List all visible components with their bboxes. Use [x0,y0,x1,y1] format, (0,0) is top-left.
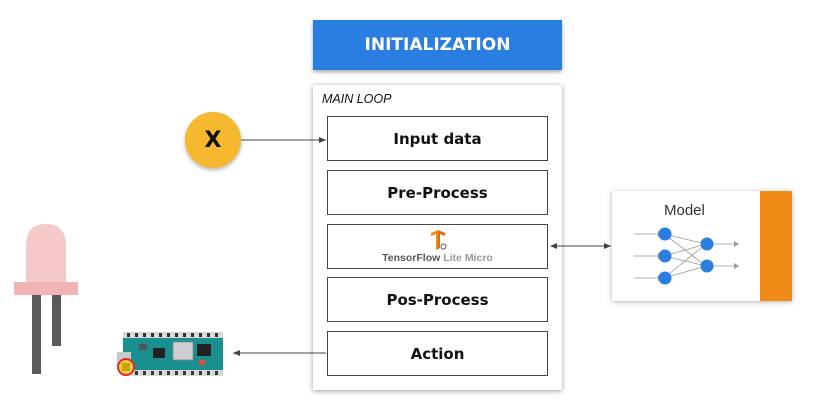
step-input-data-label: Input data [393,129,482,148]
step-tensorflow-lite-micro: TensorFlow Lite Micro [327,224,548,269]
led-icon [14,224,78,374]
step-action-label: Action [410,344,465,363]
step-pos-process-label: Pos-Process [386,290,489,309]
input-x-node: X [185,112,241,168]
main-loop-label: MAIN LOOP [322,92,392,106]
step-pre-process-label: Pre-Process [387,183,488,202]
neural-network-icon [634,227,739,285]
tensorflow-lite-micro-label: TensorFlow Lite Micro [382,252,493,264]
tflite-brand-text: TensorFlow [382,251,441,264]
step-input-data: Input data [327,116,548,161]
step-pos-process: Pos-Process [327,277,548,322]
step-action: Action [327,331,548,376]
model-title: Model [664,202,705,219]
tensorflow-logo-icon [430,229,446,250]
tflite-micro-text: Micro [464,251,493,264]
initialization-header: INITIALIZATION [313,20,562,70]
model-accent-bar [760,191,792,301]
step-pre-process: Pre-Process [327,170,548,215]
input-x-label: X [204,127,222,153]
tflite-lite-text: Lite [443,251,462,264]
arduino-board-icon [117,332,223,376]
